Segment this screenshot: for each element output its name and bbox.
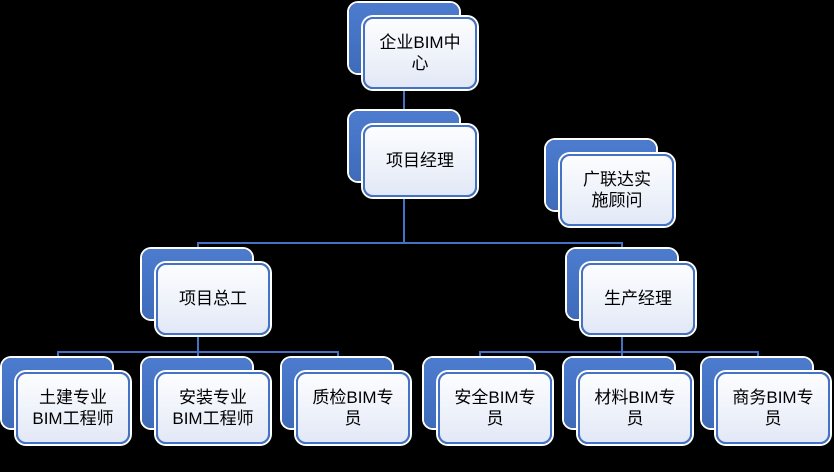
node-front-panel: 企业BIM中 心 (363, 17, 477, 89)
org-node-safety-bim-specialist[interactable]: 安全BIM专 员 (424, 358, 552, 444)
connector-manager-down (403, 196, 405, 243)
org-node-production-manager[interactable]: 生产经理 (567, 249, 695, 335)
node-front-panel: 质检BIM专 员 (296, 372, 410, 444)
node-front-panel: 项目经理 (363, 125, 477, 197)
node-front-panel: 商务BIM专 员 (716, 372, 830, 444)
node-label: 项目总工 (179, 289, 247, 309)
node-front-panel: 安装专业 BIM工程师 (156, 372, 270, 444)
node-label: 土建专业 BIM工程师 (32, 387, 114, 428)
node-label: 安全BIM专 员 (454, 387, 536, 428)
node-label: 安装专业 BIM工程师 (172, 387, 254, 428)
org-node-enterprise-bim-center[interactable]: 企业BIM中 心 (349, 3, 477, 89)
org-node-civil-bim-engineer[interactable]: 土建专业 BIM工程师 (2, 358, 130, 444)
org-node-commercial-bim-specialist[interactable]: 商务BIM专 员 (702, 358, 830, 444)
connector-right-group-horizontal (479, 351, 759, 353)
org-node-quality-bim-specialist[interactable]: 质检BIM专 员 (282, 358, 410, 444)
node-front-panel: 广联达实 施顾问 (560, 154, 674, 226)
org-node-project-manager[interactable]: 项目经理 (349, 111, 477, 197)
connector-top-to-manager (403, 86, 405, 128)
node-label: 质检BIM专 员 (312, 387, 394, 428)
connector-level2-horizontal (197, 242, 623, 244)
connector-chief-engineer-down (197, 334, 199, 353)
org-node-material-bim-specialist[interactable]: 材料BIM专 员 (564, 358, 692, 444)
node-label: 生产经理 (604, 289, 672, 309)
node-label: 材料BIM专 员 (594, 387, 676, 428)
node-label: 企业BIM中 心 (379, 32, 461, 73)
node-label: 商务BIM专 员 (732, 387, 814, 428)
node-front-panel: 生产经理 (581, 263, 695, 335)
node-front-panel: 项目总工 (156, 263, 270, 335)
node-front-panel: 土建专业 BIM工程师 (16, 372, 130, 444)
org-node-project-chief-engineer[interactable]: 项目总工 (142, 249, 270, 335)
node-label: 项目经理 (386, 151, 454, 171)
node-label: 广联达实 施顾问 (583, 169, 651, 210)
node-front-panel: 材料BIM专 员 (578, 372, 692, 444)
node-front-panel: 安全BIM专 员 (438, 372, 552, 444)
org-node-installation-bim-engineer[interactable]: 安装专业 BIM工程师 (142, 358, 270, 444)
connector-production-manager-down (621, 334, 623, 353)
org-node-glodon-consultant[interactable]: 广联达实 施顾问 (546, 140, 674, 226)
